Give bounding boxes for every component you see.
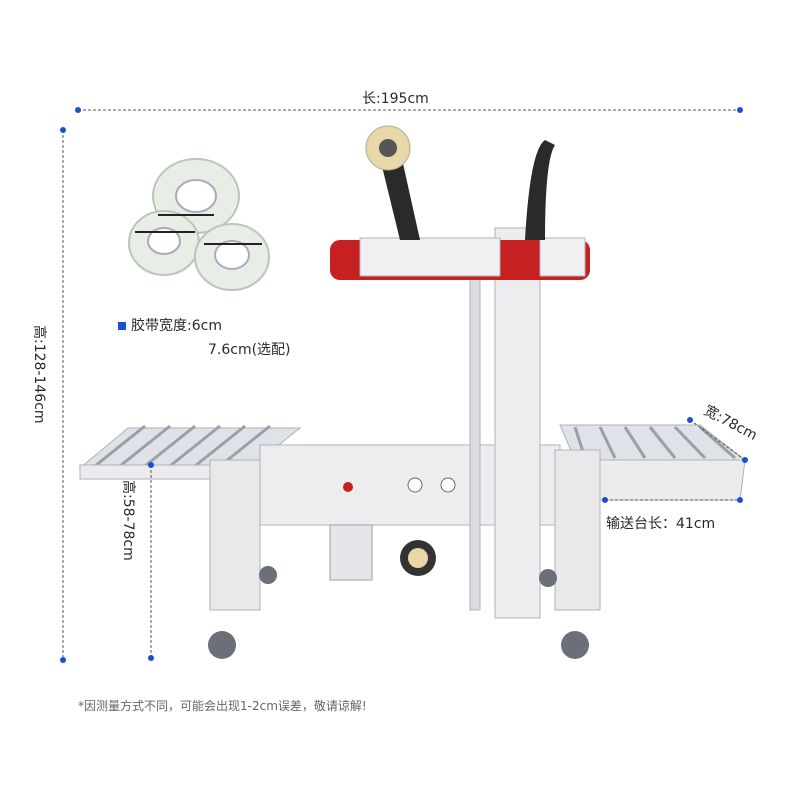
bullet-icon (118, 322, 126, 330)
machine-body (208, 125, 601, 659)
tape-width-option: 7.6cm(选配) (208, 342, 291, 358)
dim-dot (75, 107, 81, 113)
tape-width-label: 胶带宽度:6cm (118, 315, 222, 335)
tape-width-text: 胶带宽度:6cm (131, 318, 222, 334)
dim-dot (148, 462, 154, 468)
tape-rolls-image (128, 158, 270, 291)
length-label: 长:195cm (362, 91, 429, 107)
dim-dot (687, 417, 693, 423)
dim-dot (148, 655, 154, 661)
dim-dot (737, 107, 743, 113)
dim-dot (737, 497, 743, 503)
conveyor-height-label: 高:58-78cm (120, 480, 136, 561)
disclaimer-note: *因测量方式不同，可能会出现1-2cm误差，敬请谅解! (78, 699, 367, 713)
dim-dot (60, 127, 66, 133)
dim-dot (742, 457, 748, 463)
conveyor-length-label: 输送台长：41cm (606, 516, 716, 532)
total-height-label: 高:128-146cm (31, 325, 47, 424)
dim-dot (60, 657, 66, 663)
dim-dot (602, 497, 608, 503)
